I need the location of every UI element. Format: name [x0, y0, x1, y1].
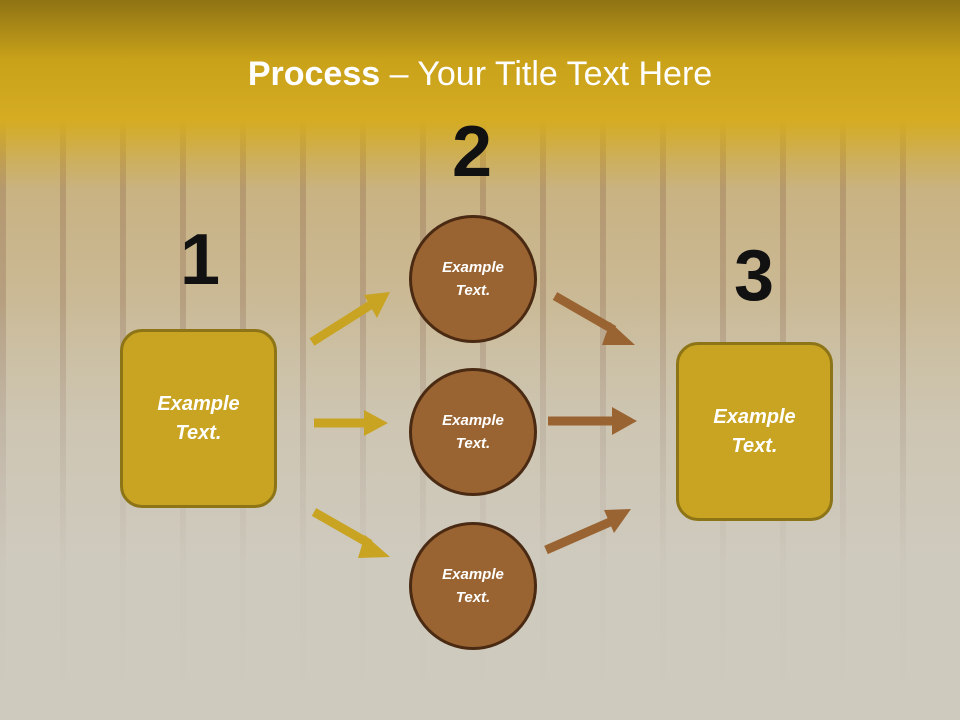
circle-middle-label: Example Text.	[442, 412, 504, 452]
arrow-top-to-3	[552, 292, 635, 345]
title-banner	[0, 0, 960, 190]
step-3-label: Example Text.	[713, 405, 796, 457]
slide-title: Process – Your Title Text Here	[0, 52, 960, 96]
step-3-box: Example Text.	[676, 342, 833, 521]
step-number-1: 1	[179, 220, 221, 300]
circle-top-label: Example Text.	[442, 259, 504, 299]
step-1-label: Example Text.	[157, 392, 240, 444]
step-1-box: Example Text.	[120, 329, 277, 508]
arrow-1-to-middle	[314, 410, 388, 436]
step-number-3: 3	[733, 236, 775, 316]
arrow-bottom-to-3	[544, 509, 631, 555]
step-2-circle-middle: Example Text.	[409, 368, 537, 496]
arrow-middle-to-3	[548, 407, 637, 435]
step-number-2: 2	[451, 112, 493, 192]
step-2-circle-bottom: Example Text.	[409, 522, 537, 650]
slide-title-bold: Process	[247, 55, 381, 93]
arrow-1-to-top	[309, 292, 390, 346]
circle-bottom-label: Example Text.	[442, 566, 504, 606]
slide-title-rest: – Your Title Text Here	[380, 55, 713, 93]
arrow-1-to-bottom	[311, 508, 390, 558]
step-2-circle-top: Example Text.	[409, 215, 537, 343]
